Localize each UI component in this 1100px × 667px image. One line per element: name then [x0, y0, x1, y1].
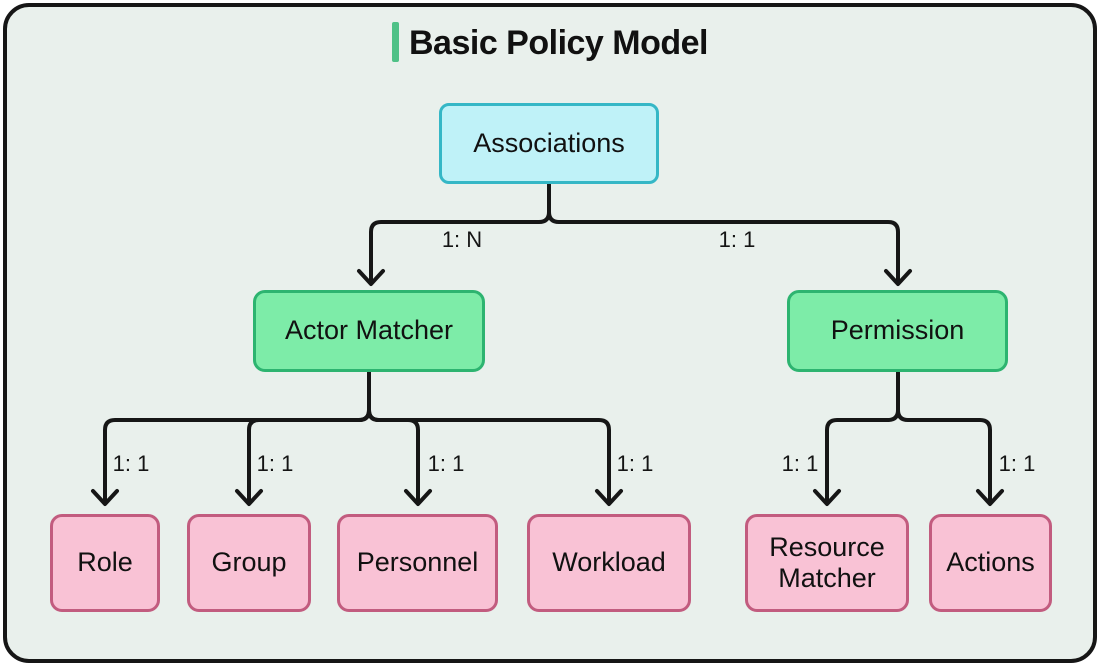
edge-label-1-1-workload: 1: 1 [616, 451, 654, 476]
edge-label-1-n: 1: N [441, 227, 483, 252]
arrowhead-actor-matcher [357, 269, 385, 286]
edge-label-1-1-resource-matcher: 1: 1 [781, 451, 819, 476]
edge-label-1-1-personnel: 1: 1 [427, 451, 465, 476]
node-personnel: Personnel [337, 514, 498, 612]
arrowhead-personnel [404, 489, 432, 506]
node-role: Role [50, 514, 160, 612]
edge-label-1-1-actions: 1: 1 [998, 451, 1036, 476]
node-resource-matcher: Resource Matcher [745, 514, 909, 612]
arrowhead-actions [976, 489, 1004, 506]
edge-actor-matcher-group [247, 370, 371, 503]
title-bar: Basic Policy Model [0, 22, 1100, 62]
node-actions: Actions [929, 514, 1052, 612]
edge-actor-matcher-workload [367, 370, 611, 503]
arrowhead-role [91, 489, 119, 506]
node-associations: Associations [439, 103, 659, 184]
arrowhead-group [235, 489, 263, 506]
edge-permission-resource-matcher [825, 370, 900, 503]
title-accent-bar [392, 22, 399, 62]
edge-label-1-1-role: 1: 1 [112, 451, 150, 476]
page-title: Basic Policy Model [409, 24, 709, 62]
edge-label-1-1-permission: 1: 1 [718, 227, 756, 252]
arrowhead-permission [884, 269, 912, 286]
node-group: Group [187, 514, 311, 612]
node-actor-matcher: Actor Matcher [253, 290, 485, 372]
node-permission: Permission [787, 290, 1008, 372]
edge-actor-matcher-role [103, 370, 371, 503]
node-workload: Workload [527, 514, 691, 612]
edge-associations-permission [547, 182, 900, 283]
edge-actor-matcher-personnel [367, 370, 420, 503]
arrowhead-workload [595, 489, 623, 506]
edge-permission-actions [896, 370, 992, 503]
arrowhead-resource-matcher [813, 489, 841, 506]
edge-label-1-1-group: 1: 1 [256, 451, 294, 476]
